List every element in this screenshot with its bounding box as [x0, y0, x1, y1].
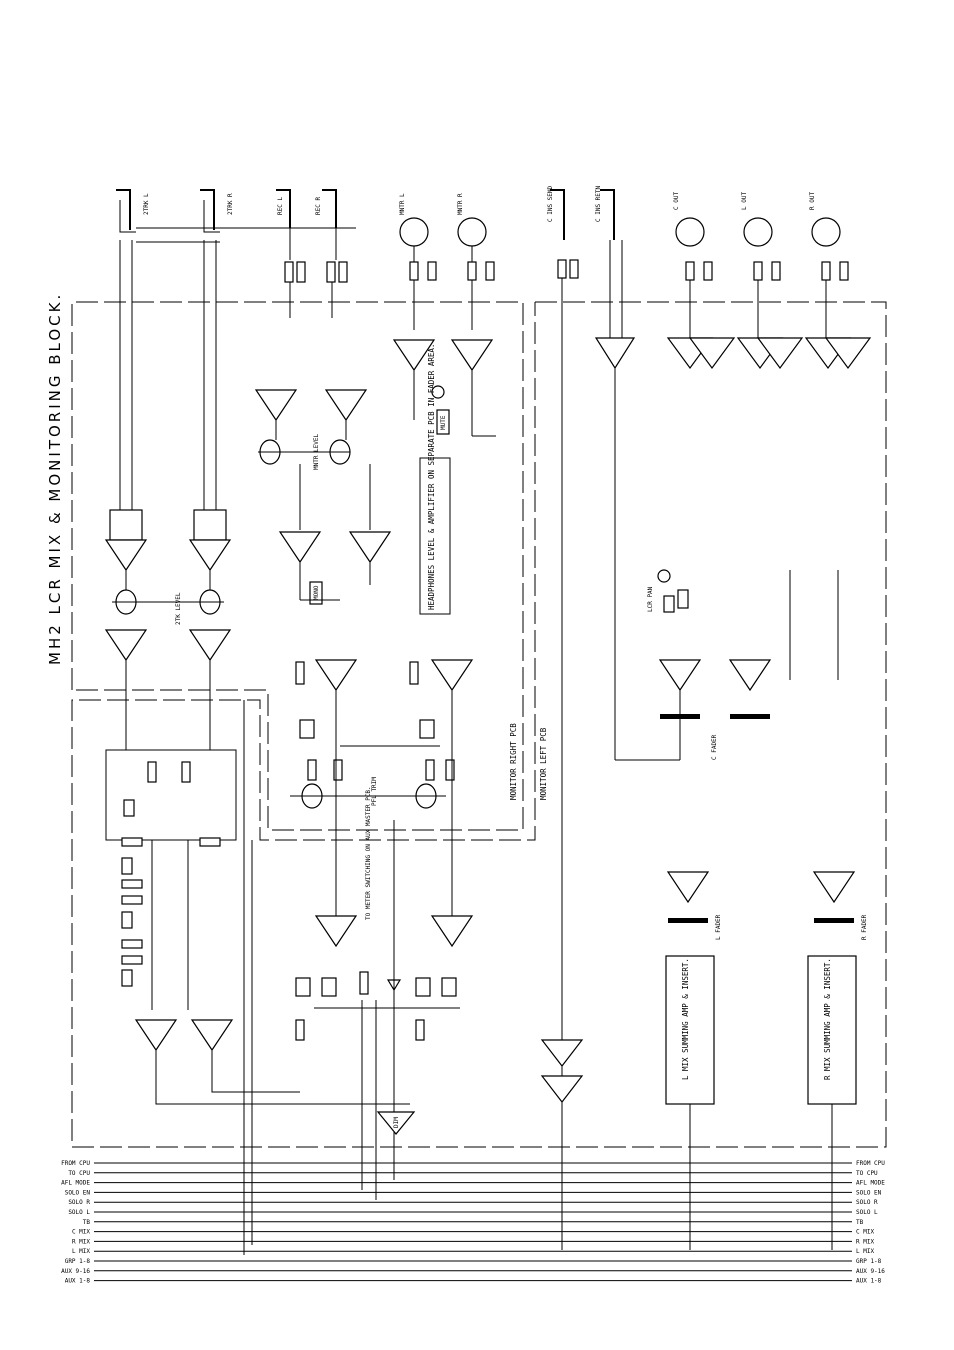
- monitor-sum-amps: [278, 531, 392, 600]
- meter-note: TO METER SWITCHING ON AUX MASTER PCB.: [365, 786, 372, 920]
- r-out-label: R OUT: [809, 192, 816, 210]
- source-select-bank: [105, 749, 237, 1010]
- pfl-trim-label: PFL TRIM: [371, 777, 378, 806]
- rec-l-jack: REC L: [276, 189, 306, 318]
- r-mix-section: R FADER R MIX SUMMING AMP & INSERT.: [807, 871, 868, 1250]
- bus-label-right: GRP 1-8: [856, 1258, 882, 1265]
- c-ins-retn-label: C INS RETN: [595, 185, 602, 222]
- l-mix-label: L MIX SUMMING AMP & INSERT.: [681, 958, 690, 1080]
- bus-label-left: AUX 1-8: [65, 1278, 91, 1285]
- bus-label-left: SOLO EN: [65, 1189, 91, 1196]
- mntr-amps: [392, 339, 494, 420]
- solo-amps: DIM: [295, 820, 474, 1180]
- bus-label-left: R MIX: [72, 1238, 90, 1245]
- l-fader-label: L FADER: [715, 914, 722, 940]
- bus-label-right: SOLO L: [856, 1209, 878, 1216]
- r-out-drivers: [804, 337, 872, 370]
- rec-buffer-amps: [254, 389, 368, 440]
- bus-lines: FROM CPU FROM CPU TO CPU TO CPU AFL MODE AFL …: [61, 1160, 885, 1285]
- c-ins-send-amps: [540, 1039, 584, 1103]
- twotrack-level-label: 2TK LEVEL: [175, 592, 182, 625]
- c-out-xlr: C OUT: [673, 192, 713, 338]
- mntr-l-label: MNTR L: [399, 193, 406, 215]
- dim-label: DIM: [393, 1117, 400, 1128]
- bus-label-left: L MIX: [72, 1248, 90, 1255]
- main-pcb-outline: [71, 301, 887, 1148]
- bus-label-left: GRP 1-8: [65, 1258, 91, 1265]
- twotrack-r-label: 2TRK R: [227, 193, 234, 215]
- l-out-label: L OUT: [741, 192, 748, 210]
- bus-label-right: AUX 1-8: [856, 1278, 882, 1285]
- mono-switch: MONO: [300, 581, 340, 605]
- c-fader-section: C FADER LCR PAN: [615, 569, 839, 761]
- mute-label: MUTE: [440, 415, 447, 430]
- bus-label-right: AFL MODE: [856, 1180, 885, 1187]
- mntr-r-label: MNTR R: [457, 193, 464, 215]
- r-out-xlr: R OUT: [809, 192, 849, 338]
- rec-l-label: REC L: [277, 197, 284, 215]
- bus-label-left: AUX 9-16: [61, 1268, 90, 1275]
- rec-r-label: REC R: [315, 197, 322, 215]
- source-sum-amps: [134, 1019, 410, 1105]
- bus-label-left: C MIX: [72, 1229, 90, 1236]
- l-out-xlr: L OUT: [741, 192, 781, 338]
- bus-label-left: TO CPU: [68, 1170, 90, 1177]
- mntr-r-xlr: MNTR R: [457, 193, 495, 330]
- twotrack-path: 2TK LEVEL: [104, 509, 232, 750]
- c-out-drivers: [666, 337, 736, 370]
- l-out-drivers: [736, 337, 804, 370]
- c-fader-label: C FADER: [711, 734, 718, 760]
- monitor-right-pcb-outline: [71, 301, 524, 831]
- r-fader-label: R FADER: [861, 914, 868, 940]
- c-ins-return-amp: [594, 320, 636, 760]
- c-ins-retn-jack: C INS RETN: [595, 185, 623, 320]
- mntr-level-pots: MNTR LEVEL: [258, 433, 371, 530]
- bus-label-left: SOLO L: [68, 1209, 90, 1216]
- bus-label-right: TO CPU: [856, 1170, 878, 1177]
- bus-label-left: FROM CPU: [61, 1160, 90, 1167]
- monitor-right-pcb-label: MONITOR RIGHT PCB: [509, 723, 518, 800]
- bus-label-right: TB: [856, 1219, 864, 1226]
- bus-label-left: TB: [83, 1219, 91, 1226]
- l-mix-section: L FADER L MIX SUMMING AMP & INSERT.: [665, 871, 722, 1250]
- twotrack-l-jack: 2TRK L: [116, 189, 150, 530]
- bus-label-right: SOLO R: [856, 1199, 878, 1206]
- twotrack-r-jack: 2TRK R: [200, 189, 234, 530]
- c-out-label: C OUT: [673, 192, 680, 210]
- mute-block: MUTE: [431, 385, 496, 437]
- headphones-note: HEADPHONES LEVEL & AMPLIFIER ON SEPARATE…: [427, 344, 436, 610]
- bus-label-right: AUX 9-16: [856, 1268, 885, 1275]
- c-ins-send-label: C INS SEND: [547, 185, 554, 222]
- bus-label-right: FROM CPU: [856, 1160, 885, 1167]
- bus-label-left: AFL MODE: [61, 1180, 90, 1187]
- mntr-l-xlr: MNTR L: [399, 193, 437, 330]
- rec-r-jack: REC R: [315, 189, 348, 318]
- mntr-level-label: MNTR LEVEL: [313, 433, 320, 470]
- bus-label-right: L MIX: [856, 1248, 874, 1255]
- bus-label-right: R MIX: [856, 1238, 874, 1245]
- bus-label-right: SOLO EN: [856, 1189, 882, 1196]
- twotrack-l-label: 2TRK L: [143, 193, 150, 215]
- r-mix-label: R MIX SUMMING AMP & INSERT.: [823, 958, 832, 1080]
- lcr-pan-label: LCR PAN: [647, 586, 654, 612]
- bus-label-left: SOLO R: [68, 1199, 90, 1206]
- monitor-left-pcb-label: MONITOR LEFT PCB: [539, 727, 548, 800]
- diagram-title: MH2 LCR MIX & MONITORING BLOCK.: [46, 292, 64, 665]
- pfl-area: PFL TRIM: [290, 659, 474, 920]
- bus-label-right: C MIX: [856, 1229, 874, 1236]
- mono-label: MONO: [313, 585, 320, 600]
